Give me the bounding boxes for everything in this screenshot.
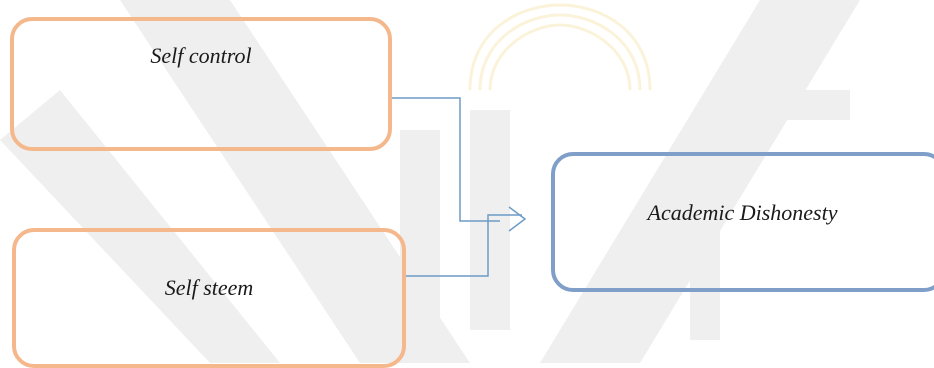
- arrowhead: [508, 206, 527, 232]
- node-self-steem-label: Self steem: [164, 275, 254, 300]
- node-academic-dishonesty-label: Academic Dishonesty: [647, 200, 838, 225]
- edge-self-control-to-academic-dishonesty: [392, 97, 500, 222]
- node-academic-dishonesty: Academic Dishonesty: [551, 152, 934, 292]
- node-self-control: Self control: [10, 17, 392, 151]
- edge-self-steem-to-academic-dishonesty: [404, 214, 522, 277]
- node-self-control-label: Self control: [150, 43, 252, 68]
- node-self-steem: Self steem: [12, 228, 406, 368]
